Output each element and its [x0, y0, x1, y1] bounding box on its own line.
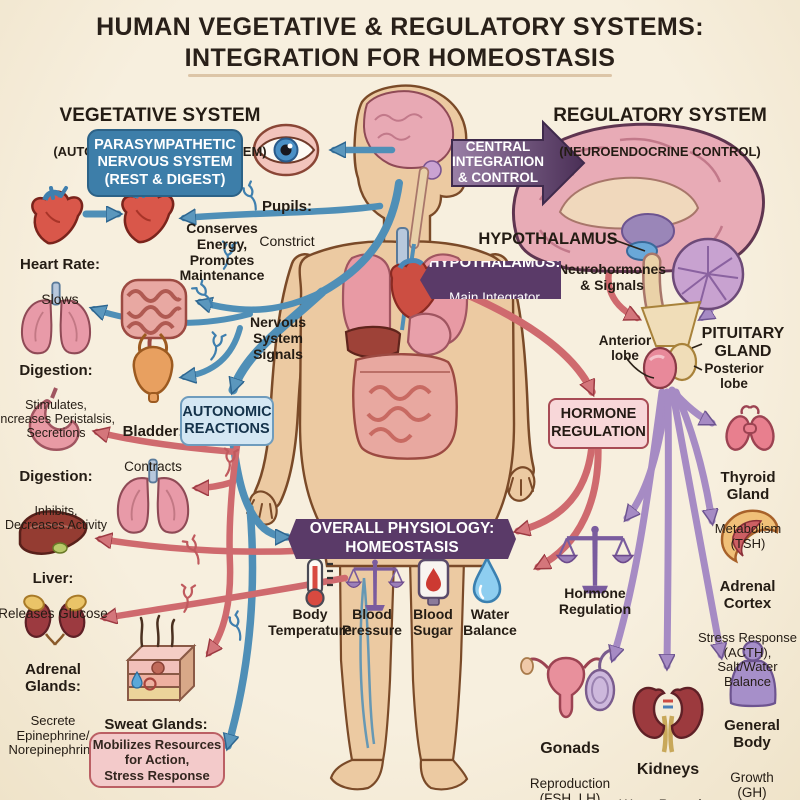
water-drop-icon	[472, 554, 502, 604]
heart-icon	[32, 188, 82, 243]
brain-sagittal-icon	[512, 122, 765, 346]
arrow-to-stomach	[97, 432, 240, 456]
arrow-pituitary-to-adrenal-cortex	[672, 388, 712, 521]
gonads-label: Gonads Reproduction (FSH, LH)	[529, 740, 611, 800]
stomach-icon	[28, 387, 80, 451]
hypothalamus-box: HYPOTHALAMUS: Main Integrator	[420, 261, 561, 299]
adrenal-cortex-icon	[720, 509, 779, 564]
mobilizes-resources-box: Mobilizes Resources for Action, Stress R…	[89, 732, 225, 788]
posterior-leader-line	[693, 365, 703, 371]
conserves-energy-label: Conserves Energy, Promotes Maintenance	[179, 220, 265, 284]
kidneys-label: Kidneys Water Retention (ADH)	[619, 761, 716, 800]
pituitary-gland-icon	[640, 300, 702, 390]
body-temperature-label: Body Temperature	[268, 606, 352, 638]
sweat-glands-icon	[125, 614, 197, 703]
title-divider	[188, 74, 612, 77]
page-title: HUMAN VEGETATIVE & REGULATORY SYSTEMS: I…	[96, 13, 704, 72]
heart-rate-label: Heart Rate: Slows	[19, 256, 101, 308]
arrow-hormone-to-banner	[518, 440, 596, 531]
general-body-label: General Body Growth (GH)	[724, 717, 780, 800]
eye-icon	[252, 123, 320, 177]
blood-bag-icon	[417, 554, 450, 606]
blood-sugar-label: Blood Sugar	[413, 606, 453, 638]
endocrine-arrows	[613, 291, 721, 666]
blood-pressure-label: Blood Pressure	[342, 606, 402, 638]
digestion-inhibits-label: Digestion: Inhibits, Decreases Activity	[4, 468, 108, 533]
central-integration-arrow-shape	[451, 119, 586, 207]
arrow-pituitary-to-gonads	[613, 388, 666, 658]
water-balance-label: Water Balance	[463, 606, 517, 638]
neurohormones-label: Neurohormones & Signals	[557, 261, 667, 293]
arrow-to-mobilizes	[228, 504, 257, 746]
pituitary-gland-label: PITUITARY GLAND	[701, 325, 785, 361]
kidneys-icon	[632, 686, 704, 753]
adrenal-glands-label: Adrenal Glands: Secrete Epinephrine/ Nor…	[8, 661, 98, 758]
arrow-pituitary-to-body	[669, 390, 721, 655]
liver-label: Liver: Releases Glucose	[0, 570, 108, 622]
pituitary-leader-line	[691, 343, 703, 349]
nervous-system-signals-label: Nervous System Signals	[249, 314, 307, 362]
thyroid-label: Thyroid Gland Metabolism (TSH)	[714, 469, 782, 551]
bladder-label: Bladder: Contracts	[122, 423, 184, 475]
anterior-leader-line	[624, 355, 655, 379]
bladder-icon	[132, 332, 174, 403]
human-body-illustration	[246, 84, 536, 791]
arrow-to-lungs2	[197, 478, 237, 488]
thermometer-icon	[305, 557, 333, 608]
adrenal-cortex-label: Adrenal Cortex Stress Response (ACTH), S…	[698, 578, 797, 690]
parasympathetic-box: PARASYMPATHETIC NERVOUS SYSTEM (REST & D…	[87, 129, 243, 197]
thyroid-icon	[725, 405, 775, 451]
arrow-nerve-to-heart	[184, 202, 384, 218]
arrow-box-to-banner	[229, 438, 287, 537]
hypothalamus-leader-line	[608, 237, 646, 252]
pupils-label: Pupils: Constrict	[259, 198, 315, 250]
arrow-to-autonomic-box	[233, 287, 327, 390]
arrow-pituitary-to-kidneys	[667, 390, 668, 666]
digestion-stimulates-label: Digestion: Stimulates, Increases Perista…	[0, 362, 116, 441]
arrow-hypothalamus-to-hormone	[466, 292, 596, 392]
liver-icon	[18, 510, 88, 555]
central-integration-arrow-label: CENTRAL INTEGRATION & CONTROL	[452, 139, 544, 185]
gonads-icon	[520, 648, 616, 719]
posterior-lobe-label: Posterior lobe	[704, 361, 764, 392]
sympathetic-trunk	[209, 421, 244, 653]
general-body-icon	[729, 640, 777, 708]
hormone-regulation-label: Hormone Regulation	[558, 585, 632, 617]
balance-scale-icon	[557, 526, 633, 594]
arrow-to-bladder	[184, 325, 243, 377]
hypothalamus-label: HYPOTHALAMUS	[478, 230, 618, 248]
arrow-hormone-down	[538, 440, 602, 571]
autonomic-reactions-box: AUTONOMIC REACTIONS	[180, 396, 274, 446]
homeostasis-banner: OVERALL PHYSIOLOGY: HOMEOSTASIS	[288, 519, 516, 559]
hormone-regulation-box: HORMONE REGULATION	[548, 398, 649, 449]
regulatory-system-header: REGULATORY SYSTEM (NEUROENDOCRINE CONTRO…	[553, 105, 767, 159]
anterior-lobe-label: Anterior lobe	[598, 333, 652, 364]
nerve-trunk	[318, 179, 403, 296]
parasympathetic-arrows	[82, 150, 403, 746]
adrenal-glands-icon	[23, 594, 87, 646]
